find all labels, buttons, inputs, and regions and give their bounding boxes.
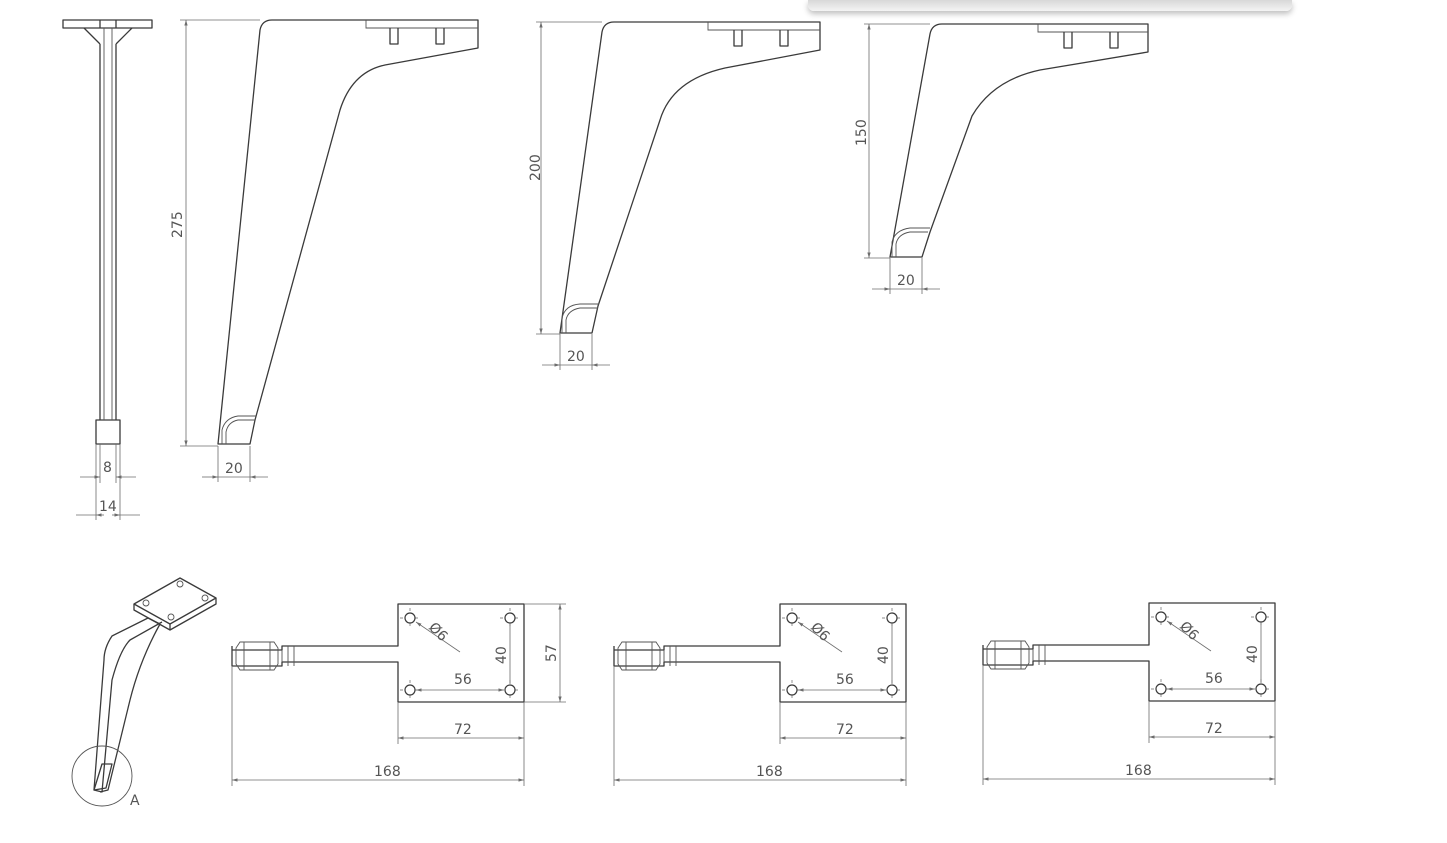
hole-spacing-y-dim: 40	[876, 646, 892, 664]
hole-dia-dim: Ø6	[1176, 619, 1201, 644]
mounting-hole	[504, 612, 516, 624]
hole-leader	[415, 621, 461, 653]
total-length-dim: 168	[1125, 763, 1152, 779]
plate-width-dim: 72	[454, 722, 472, 738]
side-view-275: 275 20	[170, 19, 479, 482]
mounting-hole	[1155, 611, 1167, 623]
arm-detail	[625, 642, 677, 670]
hole-spacing-x-dim: 56	[454, 672, 472, 688]
mounting-hole	[786, 684, 798, 696]
plate-width-dim: 72	[836, 722, 854, 738]
plate-outline	[613, 603, 907, 703]
total-length-dim: 168	[756, 764, 783, 780]
foot-dim-275: 20	[225, 461, 243, 477]
hole-spacing-x-dim: 56	[836, 672, 854, 688]
hole-spacing-x-dim: 56	[1205, 671, 1223, 687]
mounting-hole	[1255, 683, 1267, 695]
plan-view-1: Ø6 40 56 72 168 57	[231, 603, 566, 786]
front-base-dim: 14	[99, 499, 117, 515]
plan-view-3: Ø6 40 56 72 168	[982, 602, 1276, 785]
plan-view-2: Ø6 40 56 72 168	[613, 603, 907, 786]
foot-dim-150: 20	[897, 273, 915, 289]
mounting-hole	[886, 684, 898, 696]
hole-spacing-y-dim: 40	[1245, 645, 1261, 663]
front-width-dim: 8	[103, 460, 112, 476]
hole-leader	[1166, 620, 1212, 652]
mounting-hole	[404, 684, 416, 696]
height-dim-275: 275	[170, 211, 186, 238]
mounting-hole	[404, 612, 416, 624]
plate-depth-dim: 57	[544, 644, 560, 662]
foot-dim-200: 20	[567, 349, 585, 365]
hole-leader	[797, 621, 843, 653]
plate-width-dim: 72	[1205, 721, 1223, 737]
plate-outline	[231, 603, 525, 703]
hole-dia-dim: Ø6	[425, 620, 450, 645]
foot-cap	[986, 640, 1030, 670]
mounting-hole	[504, 684, 516, 696]
side-view-200: 200 20	[528, 21, 821, 370]
arm-detail	[994, 641, 1046, 669]
foot-cap	[617, 641, 661, 671]
plate-outline	[982, 602, 1276, 702]
hole-spacing-y-dim: 40	[494, 646, 510, 664]
mounting-hole	[886, 612, 898, 624]
hole-dia-dim: Ø6	[807, 620, 832, 645]
foot-cap	[235, 641, 279, 671]
mounting-hole	[786, 612, 798, 624]
height-dim-200: 200	[528, 154, 544, 181]
mounting-hole	[1255, 611, 1267, 623]
mounting-hole	[1155, 683, 1167, 695]
window-shadow-edge	[808, 0, 1292, 11]
isometric-view: A	[71, 577, 217, 809]
front-view: 8 14	[62, 19, 153, 520]
side-view-150: 150 20	[854, 23, 1149, 294]
height-dim-150: 150	[854, 119, 870, 146]
arm-detail	[243, 642, 295, 670]
detail-label: A	[130, 793, 140, 809]
total-length-dim: 168	[374, 764, 401, 780]
plan-views: Ø6 40 56 72 168 57 Ø6 40 56 72 168 Ø6 40 56 72 168	[231, 602, 1276, 786]
